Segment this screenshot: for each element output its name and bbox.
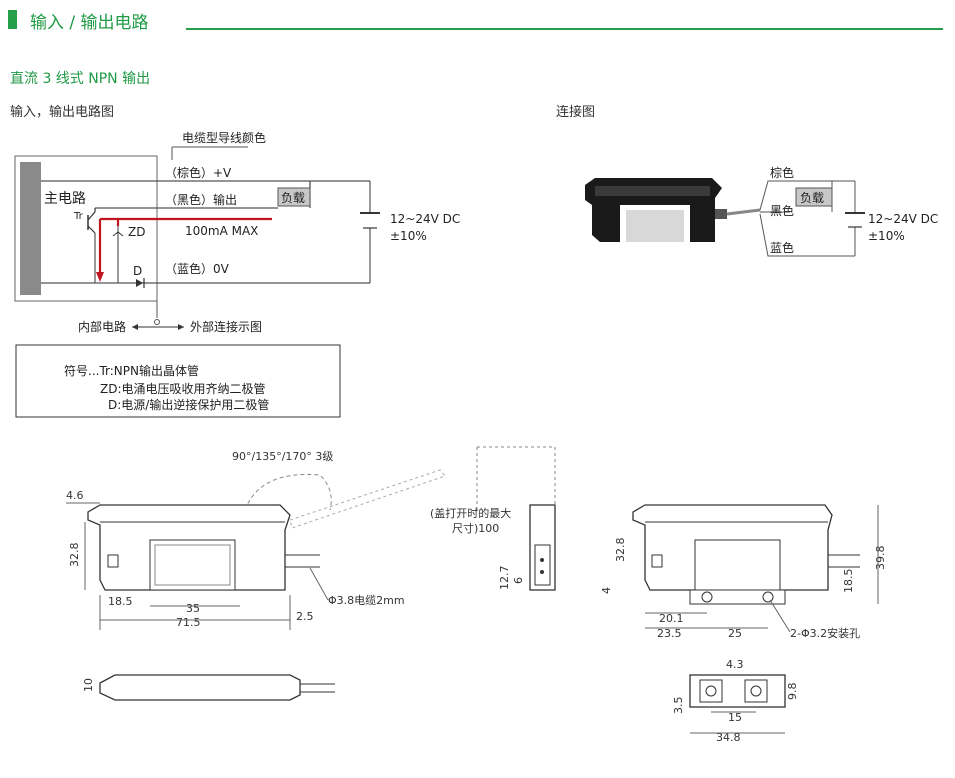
dim-6: 6 [512,577,525,584]
mount-hole [762,591,774,603]
dim-3-5: 3.5 [672,697,685,715]
dim-12-7: 12.7 [498,566,511,591]
tr-label: Tr [73,211,84,222]
subtitle: 直流 3 线式 NPN 输出 [10,71,151,87]
max-current-label: 100mA MAX [185,224,258,238]
zd-label: ZD [128,225,145,239]
current-arrow [96,272,104,282]
dim-34-8: 34.8 [716,731,741,744]
legend-zd: ZD:电涌电压吸收用齐纳二极管 [100,381,266,396]
d-label: D [133,264,142,278]
sensor-cable [726,208,761,216]
hole-spec: 2-Φ3.2安装孔 [790,626,860,640]
cover-dim-line2: 尺寸)100 [452,521,499,535]
dim-15: 15 [728,711,742,724]
dim-35: 35 [186,602,200,615]
connection-caption: 连接图 [556,105,596,120]
dim-39-8: 39.8 [874,546,887,571]
bottom-view [99,674,301,701]
open-cover-outline [289,469,446,529]
section-title: 输入 / 输出电路 [30,13,149,33]
conn-black-label: 黑色 [770,204,794,218]
black-label: （黑色）输出 [165,192,237,207]
section-accent-bar [8,10,17,29]
legend-tr: 符号...Tr:NPN输出晶体管 [64,363,199,378]
section-header: 输入 / 输出电路 [8,8,943,34]
conn-supply-tolerance: ±10% [868,229,905,243]
cover-angle-arc [244,473,332,511]
protection-diode [136,279,143,287]
end-housing [529,504,556,591]
conn-load-label: 负载 [800,191,824,205]
angle-label: 90°/135°/170° 3级 [232,450,333,463]
dim-4-3: 4.3 [726,658,744,671]
legend-box [15,344,341,418]
main-circuit-block [20,162,41,295]
mount-hole [701,591,713,603]
dim-r-18-5: 18.5 [842,569,855,594]
symbol-legend: 符号...Tr:NPN输出晶体管 ZD:电涌电压吸收用齐纳二极管 D:电源/输出… [15,344,341,418]
dim-71-5: 71.5 [176,616,201,629]
dim-23-5: 23.5 [657,627,682,640]
internal-label: 内部电路 [78,319,126,334]
main-circuit-label: 主电路 [44,191,86,207]
cable-color-label: 电缆型导线颜色 [182,130,266,145]
conn-blue-wire [759,213,855,257]
legend-d: D:电源/输出逆接保护用二极管 [108,397,269,412]
section-rule [186,28,943,30]
dim-18-5: 18.5 [108,595,133,608]
supply-voltage: 12~24V DC [390,212,460,226]
conn-blue-label: 蓝色 [770,241,794,255]
dim-4: 4 [600,587,613,594]
circuit-caption: 输入，输出电路图 [10,105,115,120]
dim-20-1: 20.1 [659,612,684,625]
dim-r-32-8: 32.8 [614,538,627,563]
side-slot [149,539,236,591]
blue-label: （蓝色）0V [165,262,230,276]
conn-brown-wire [759,180,855,211]
cover-dim-line1: (盖打开时的最大 [430,506,511,520]
dim-4-6: 4.6 [66,489,84,502]
internal-circuit-box [14,155,158,302]
cable-spec: Φ3.8电缆2mm [328,594,405,607]
dim-32-8: 32.8 [68,543,81,568]
load-label: 负载 [281,191,305,205]
connection-diagram: 负载 棕色 黑色 蓝色 12~24V DC ±10% [585,165,938,257]
external-label: 外部连接示图 [190,319,262,334]
base-mount-drawing: 32.8 39.8 18.5 4 20.1 23.5 25 2-Φ3.2安装孔 … [600,504,887,744]
circuit-diagram: 主电路 12~24V DC ±10% 负载 Tr ZD [14,130,460,334]
end-view-drawing: (盖打开时的最大 尺寸)100 12.7 6 [430,446,556,591]
mount-base [689,589,786,605]
supply-tolerance: ±10% [390,229,427,243]
side-view-drawing: 90°/135°/170° 3级 4.6 32.8 18.5 35 71.5 2… [66,450,446,701]
brown-label: （棕色）+V [165,165,232,180]
dim-9-8: 9.8 [786,683,799,701]
conn-supply-voltage: 12~24V DC [868,212,938,226]
dim-2-5: 2.5 [296,610,314,623]
load-box [277,187,311,207]
conn-load-box [795,187,833,207]
dim-r-25: 25 [728,627,742,640]
dim-10: 10 [82,678,95,692]
conn-brown-label: 棕色 [770,165,794,180]
